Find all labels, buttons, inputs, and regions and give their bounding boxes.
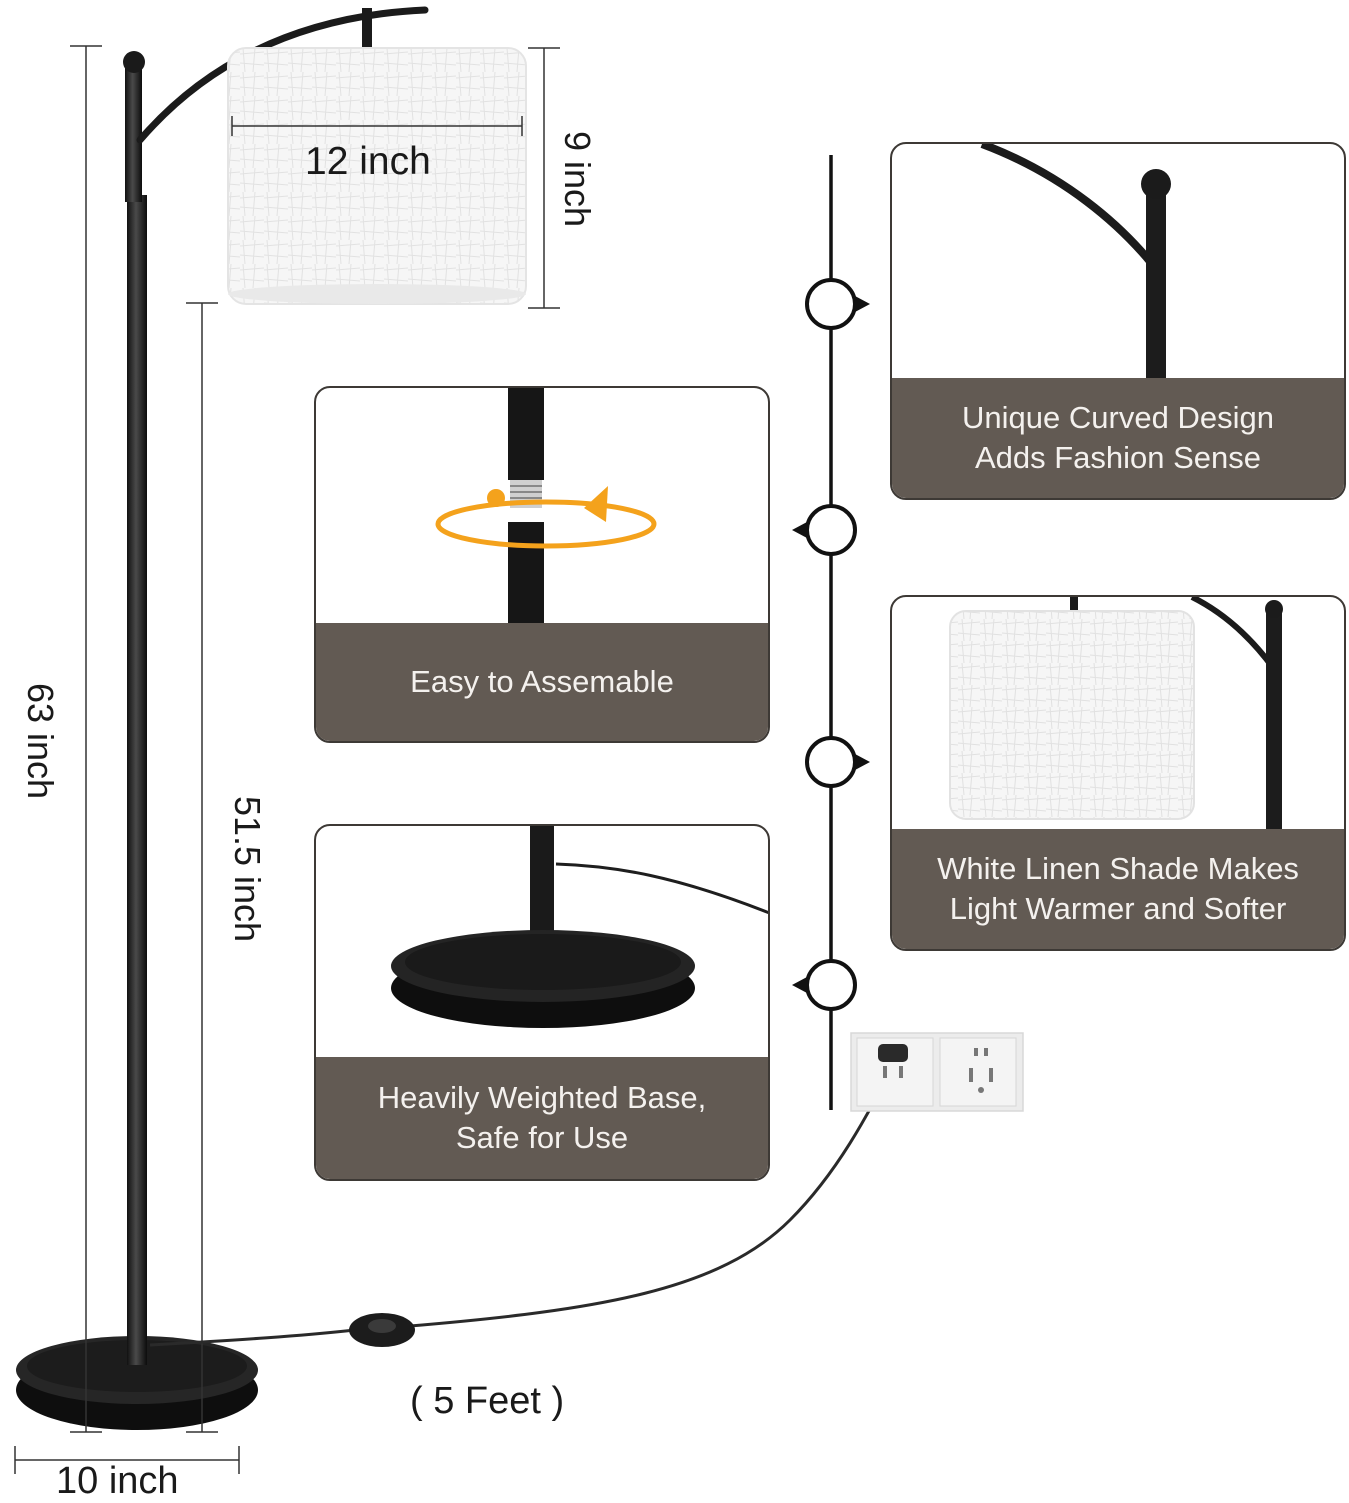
feature-1-line1: Unique Curved Design xyxy=(962,400,1274,435)
feature-4-line1: Heavily Weighted Base, xyxy=(377,1080,707,1115)
shade-height-label: 9 inch xyxy=(557,130,598,228)
lamp-pole xyxy=(127,195,147,1365)
feature-3-line1: White Linen Shade Makes xyxy=(937,851,1299,886)
base-width-label: 10 inch xyxy=(56,1460,179,1502)
feature-card-curved-design: Unique Curved Design Adds Fashion Sense xyxy=(890,142,1346,500)
lamp-base xyxy=(16,1336,258,1430)
power-cord xyxy=(149,1055,900,1347)
shade-bottom-height-label: 51.5 inch xyxy=(227,795,268,943)
timeline-node-4 xyxy=(792,959,857,1011)
pole-finial xyxy=(123,51,145,73)
wall-outlet xyxy=(850,1032,1024,1112)
feature-card-weighted-base: Heavily Weighted Base, Safe for Use xyxy=(314,824,770,1181)
shade-width-label: 12 inch xyxy=(305,140,431,183)
lamp-shade xyxy=(227,47,527,305)
cord-length-label: ( 5 Feet ) xyxy=(410,1380,565,1422)
feature-card-linen-shade: White Linen Shade Makes Light Warmer and… xyxy=(890,595,1346,951)
feature-2-line1: Easy to Assemable xyxy=(410,664,674,699)
feature-3-line2: Light Warmer and Softer xyxy=(949,891,1287,926)
timeline-node-2 xyxy=(792,504,857,556)
feature-4-line2: Safe for Use xyxy=(455,1120,629,1155)
timeline-node-3 xyxy=(805,736,870,788)
base-closeup xyxy=(391,826,768,1028)
feature-card-assembly: Easy to Assemable xyxy=(314,386,770,743)
feature-1-line2: Adds Fashion Sense xyxy=(974,440,1262,475)
total-height-label: 63 inch xyxy=(20,682,61,800)
timeline-node-1 xyxy=(805,278,870,330)
foot-switch[interactable] xyxy=(349,1313,415,1347)
